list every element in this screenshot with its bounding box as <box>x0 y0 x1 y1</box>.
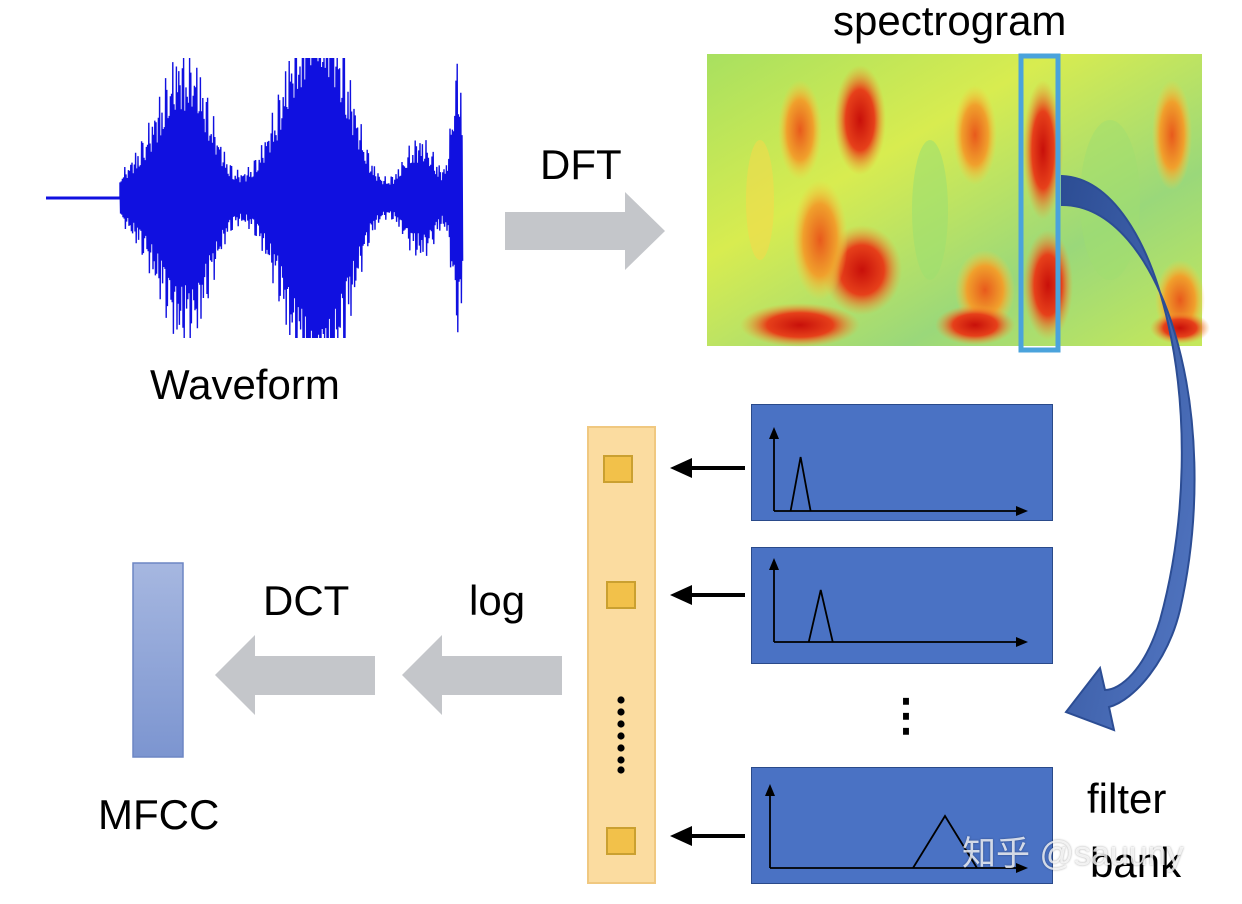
waveform-label: Waveform <box>150 361 340 408</box>
mfcc-label: MFCC <box>98 791 220 838</box>
mfcc-vector <box>132 562 184 758</box>
filter-n <box>751 767 1053 884</box>
filter-to-bin-arrows <box>670 458 745 846</box>
filter-n-plot <box>765 784 1028 873</box>
curved-arrow <box>1061 174 1196 732</box>
filter-2-plot <box>769 558 1028 647</box>
mel-energy-vector <box>587 426 656 884</box>
dft-label: DFT <box>540 141 622 188</box>
dct-arrow <box>215 635 375 715</box>
dft-arrow <box>505 192 665 270</box>
log-arrow <box>402 635 562 715</box>
filter-ellipsis: ⋮ <box>884 691 928 740</box>
filter-2 <box>751 547 1053 664</box>
dct-label: DCT <box>263 577 350 624</box>
spectrogram-label: spectrogram <box>833 0 1067 44</box>
filter-bank-label-line1: filter <box>1087 775 1167 822</box>
bin-ellipsis-dots <box>617 696 625 774</box>
mel-bin-2 <box>606 581 636 609</box>
log-label: log <box>469 577 526 624</box>
mel-bin-1 <box>603 455 633 483</box>
mel-bin-n <box>606 827 636 855</box>
watermark: 知乎 @sauuny <box>962 835 1184 873</box>
waveform <box>46 57 464 339</box>
filter-1 <box>751 404 1053 521</box>
frame-highlight <box>1018 53 1061 353</box>
filter-1-plot <box>769 427 1028 516</box>
filter-bank-label-line2: bank <box>1090 839 1182 886</box>
spectrogram-image <box>707 54 1210 347</box>
